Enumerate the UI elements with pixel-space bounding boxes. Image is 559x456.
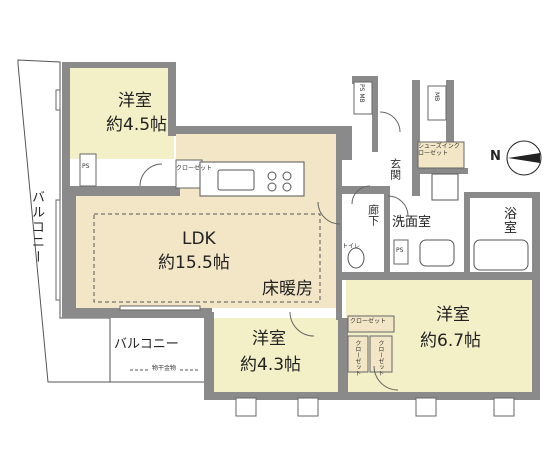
bath-label-top: 浴 xyxy=(504,207,518,222)
floor-heating-label: 床暖房 xyxy=(262,279,313,299)
walls xyxy=(62,62,540,400)
ps-left-label: PS xyxy=(82,163,90,170)
closet-e-box xyxy=(347,315,395,333)
toilet-label: トイレ xyxy=(342,243,361,250)
hallway-floor xyxy=(340,196,384,280)
washing-machine xyxy=(431,173,459,201)
door-swings xyxy=(139,111,409,391)
bedroom-nw-size: 約4.5帖 xyxy=(106,115,168,135)
bedroom-s-floor xyxy=(212,318,338,394)
bedroom-e-name: 洋室 xyxy=(436,305,470,325)
floor-heating-area xyxy=(93,213,321,303)
bathtub xyxy=(473,239,529,271)
closet-s1-box xyxy=(347,335,369,373)
ps-shaft-center xyxy=(393,239,409,265)
ps-mb-label: PS MB xyxy=(357,84,365,103)
ldk-name: LDK xyxy=(182,229,216,249)
bedroom-s-name: 洋室 xyxy=(252,329,286,349)
compass-circle xyxy=(506,140,542,176)
stove-burner xyxy=(267,182,277,192)
ldk-size: 約15.5帖 xyxy=(158,253,230,273)
toilet-bowl xyxy=(347,247,365,269)
windows xyxy=(55,89,515,417)
closet-e-label: クローゼット xyxy=(350,318,387,325)
bedroom-s-size: 約4.3帖 xyxy=(240,355,302,375)
balcony-west-label: バルコニー xyxy=(28,190,44,265)
balcony-south-label: バルコニー xyxy=(114,337,179,352)
bath-label: 室 xyxy=(504,221,518,236)
closet-s1-label: クローゼット xyxy=(353,340,361,376)
stove-burner xyxy=(282,182,292,192)
ps-center-label: PS xyxy=(396,247,404,254)
stove-burner xyxy=(267,171,277,181)
hallway-label: 廊下 xyxy=(366,204,380,226)
kitchen-sink xyxy=(217,169,255,191)
closet-s2-label: クローゼット xyxy=(376,340,384,376)
wash-basin xyxy=(419,239,455,267)
compass-needle xyxy=(508,153,540,163)
bedroom-e-size: 約6.7帖 xyxy=(420,331,482,351)
shoes-closet-label: シューズインクローゼット xyxy=(418,143,460,157)
closet-s2-box xyxy=(369,335,393,373)
bedroom-nw-name: 洋室 xyxy=(118,91,152,111)
drying-rack-label: 物干金物 xyxy=(150,365,179,373)
entrance-label: 玄関 xyxy=(388,158,402,180)
stove-burner xyxy=(282,171,292,181)
ps-shaft-left xyxy=(79,153,97,187)
mb-label: MB xyxy=(432,92,440,102)
bedroom-nw-floor xyxy=(70,66,174,159)
mb-shaft xyxy=(427,85,447,121)
shoes-closet-box xyxy=(417,141,465,169)
closet-nw-box xyxy=(175,159,203,189)
compass-label: N xyxy=(490,149,501,164)
ps-mb-shaft xyxy=(353,81,373,115)
closet-nw-label: クローゼット xyxy=(176,165,213,172)
washroom-label: 洗面室 xyxy=(392,215,432,230)
ldk-floor xyxy=(76,196,336,308)
